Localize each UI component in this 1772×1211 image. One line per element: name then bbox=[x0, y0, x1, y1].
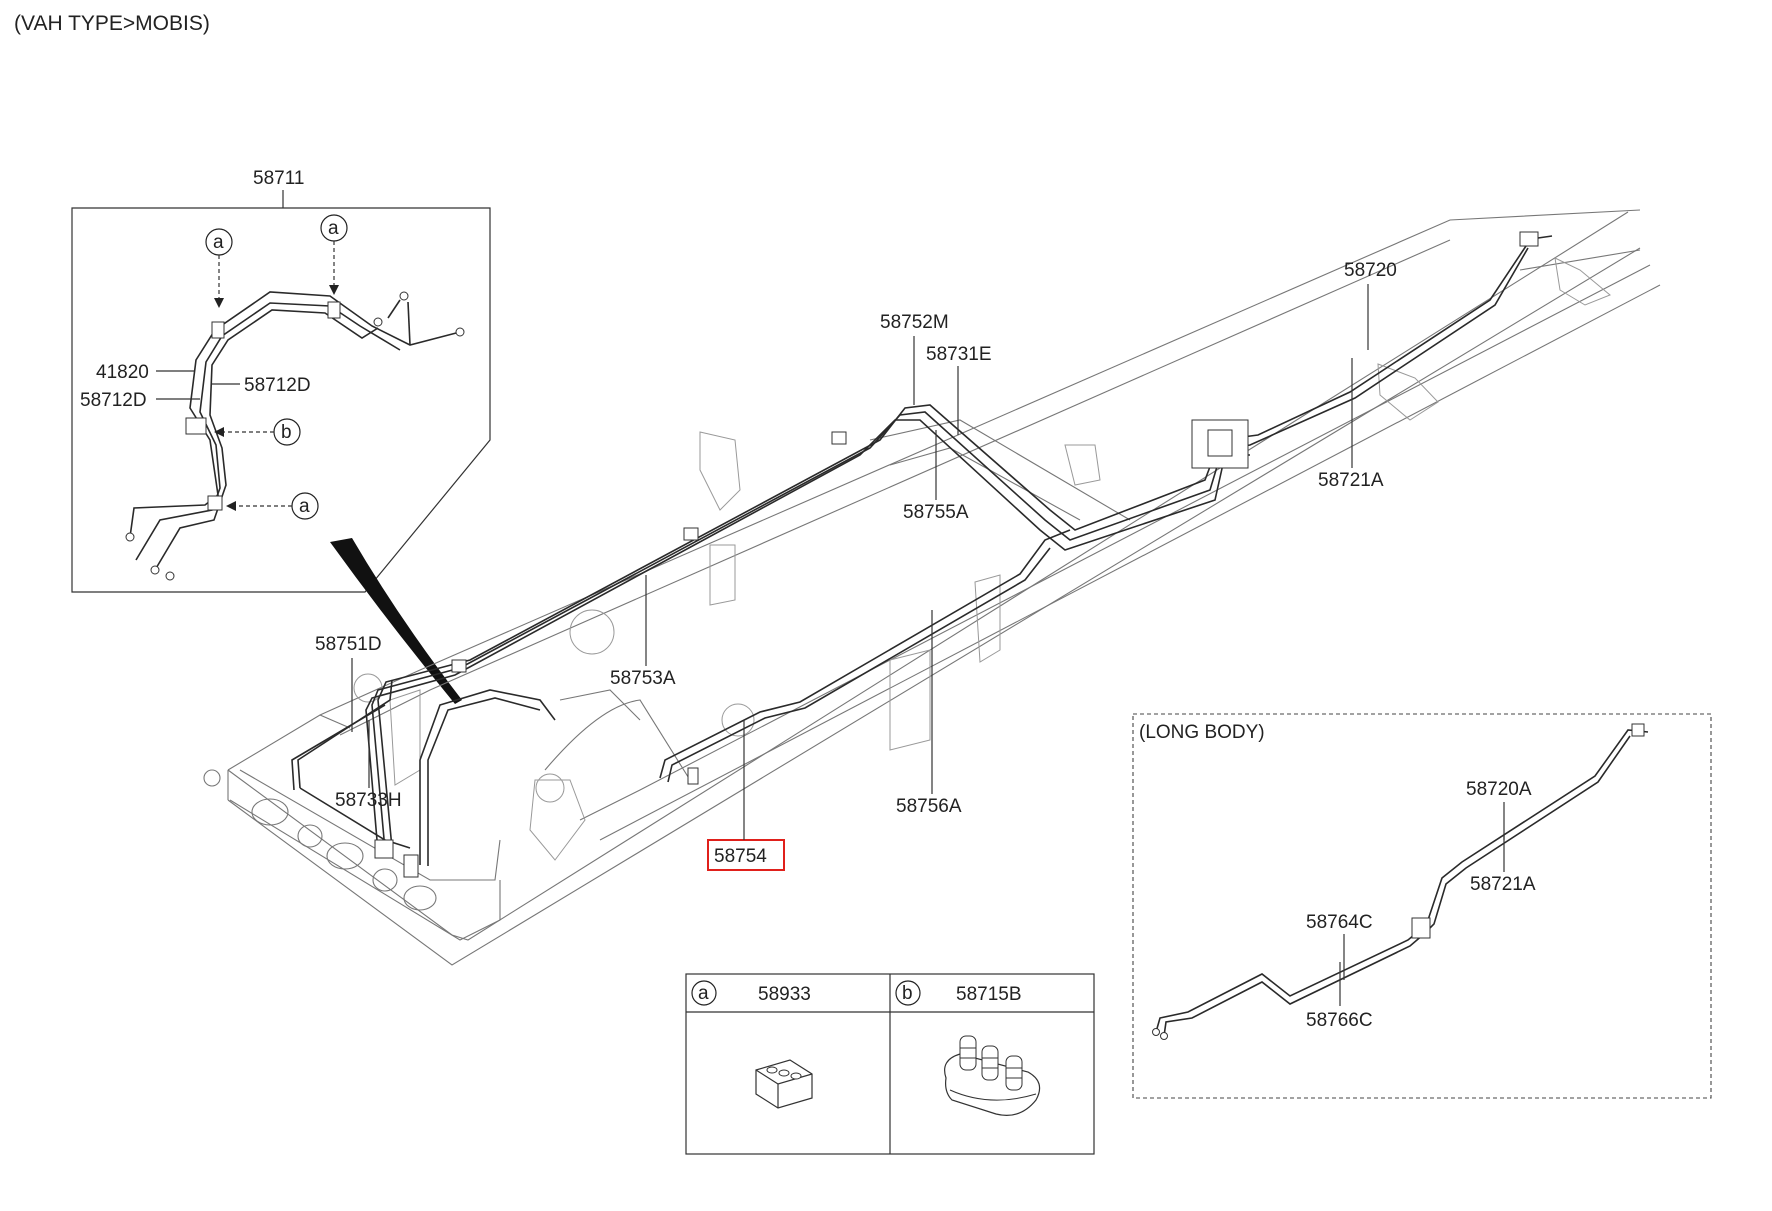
frame-pipes bbox=[291, 231, 1553, 878]
label-41820[interactable]: 41820 bbox=[96, 362, 149, 383]
label-58720[interactable]: 58720 bbox=[1344, 260, 1397, 281]
label-58753A[interactable]: 58753A bbox=[610, 668, 676, 689]
svg-text:a: a bbox=[328, 218, 339, 239]
long-body-inset: (LONG BODY) 58720A 58721A 58764C 58766C bbox=[1132, 713, 1712, 1099]
label-58712D-left[interactable]: 58712D bbox=[80, 390, 147, 411]
chassis-frame bbox=[203, 209, 1661, 966]
main-labels: 58720 58752M 58731E 58755A 58721A 58751D… bbox=[315, 260, 1397, 871]
label-58721A-long[interactable]: 58721A bbox=[1470, 874, 1536, 895]
table-marker-a bbox=[691, 980, 717, 1006]
table-code-58933[interactable]: 58933 bbox=[758, 984, 811, 1005]
inset-frame bbox=[71, 207, 491, 593]
label-58752M[interactable]: 58752M bbox=[880, 312, 949, 333]
label-58731E[interactable]: 58731E bbox=[926, 344, 992, 365]
label-58720A[interactable]: 58720A bbox=[1466, 779, 1532, 800]
long-body-title: (LONG BODY) bbox=[1139, 722, 1265, 743]
inset-pipe-assembly bbox=[125, 291, 465, 581]
label-58721A[interactable]: 58721A bbox=[1318, 470, 1384, 491]
label-58764C[interactable]: 58764C bbox=[1306, 912, 1373, 933]
label-58712D-right[interactable]: 58712D bbox=[244, 375, 311, 396]
label-58766C[interactable]: 58766C bbox=[1306, 1010, 1373, 1031]
svg-text:b: b bbox=[902, 983, 913, 1004]
label-58754-selected[interactable]: 58754 bbox=[714, 846, 767, 867]
grommet-58715B-illustration bbox=[944, 1035, 1041, 1116]
inset-58711: 58711 a a b bbox=[71, 168, 491, 593]
table-marker-b bbox=[895, 980, 921, 1006]
label-58755A[interactable]: 58755A bbox=[903, 502, 969, 523]
label-58733H[interactable]: 58733H bbox=[335, 790, 402, 811]
label-58756A[interactable]: 58756A bbox=[896, 796, 962, 817]
svg-text:a: a bbox=[698, 983, 709, 1004]
diagram-header: (VAH TYPE>MOBIS) bbox=[14, 12, 210, 35]
inset-title-code[interactable]: 58711 bbox=[253, 168, 304, 189]
parts-table: a 58933 b 58715B bbox=[685, 973, 1095, 1155]
clip-58933-illustration bbox=[755, 1059, 813, 1109]
callout-arrow bbox=[330, 538, 462, 704]
long-body-frame bbox=[1132, 713, 1712, 1099]
label-58751D[interactable]: 58751D bbox=[315, 634, 382, 655]
selected-part-highlight bbox=[707, 839, 785, 871]
svg-text:a: a bbox=[213, 232, 224, 253]
svg-text:a: a bbox=[299, 496, 310, 517]
svg-text:b: b bbox=[281, 422, 292, 443]
table-code-58715B[interactable]: 58715B bbox=[956, 984, 1022, 1005]
